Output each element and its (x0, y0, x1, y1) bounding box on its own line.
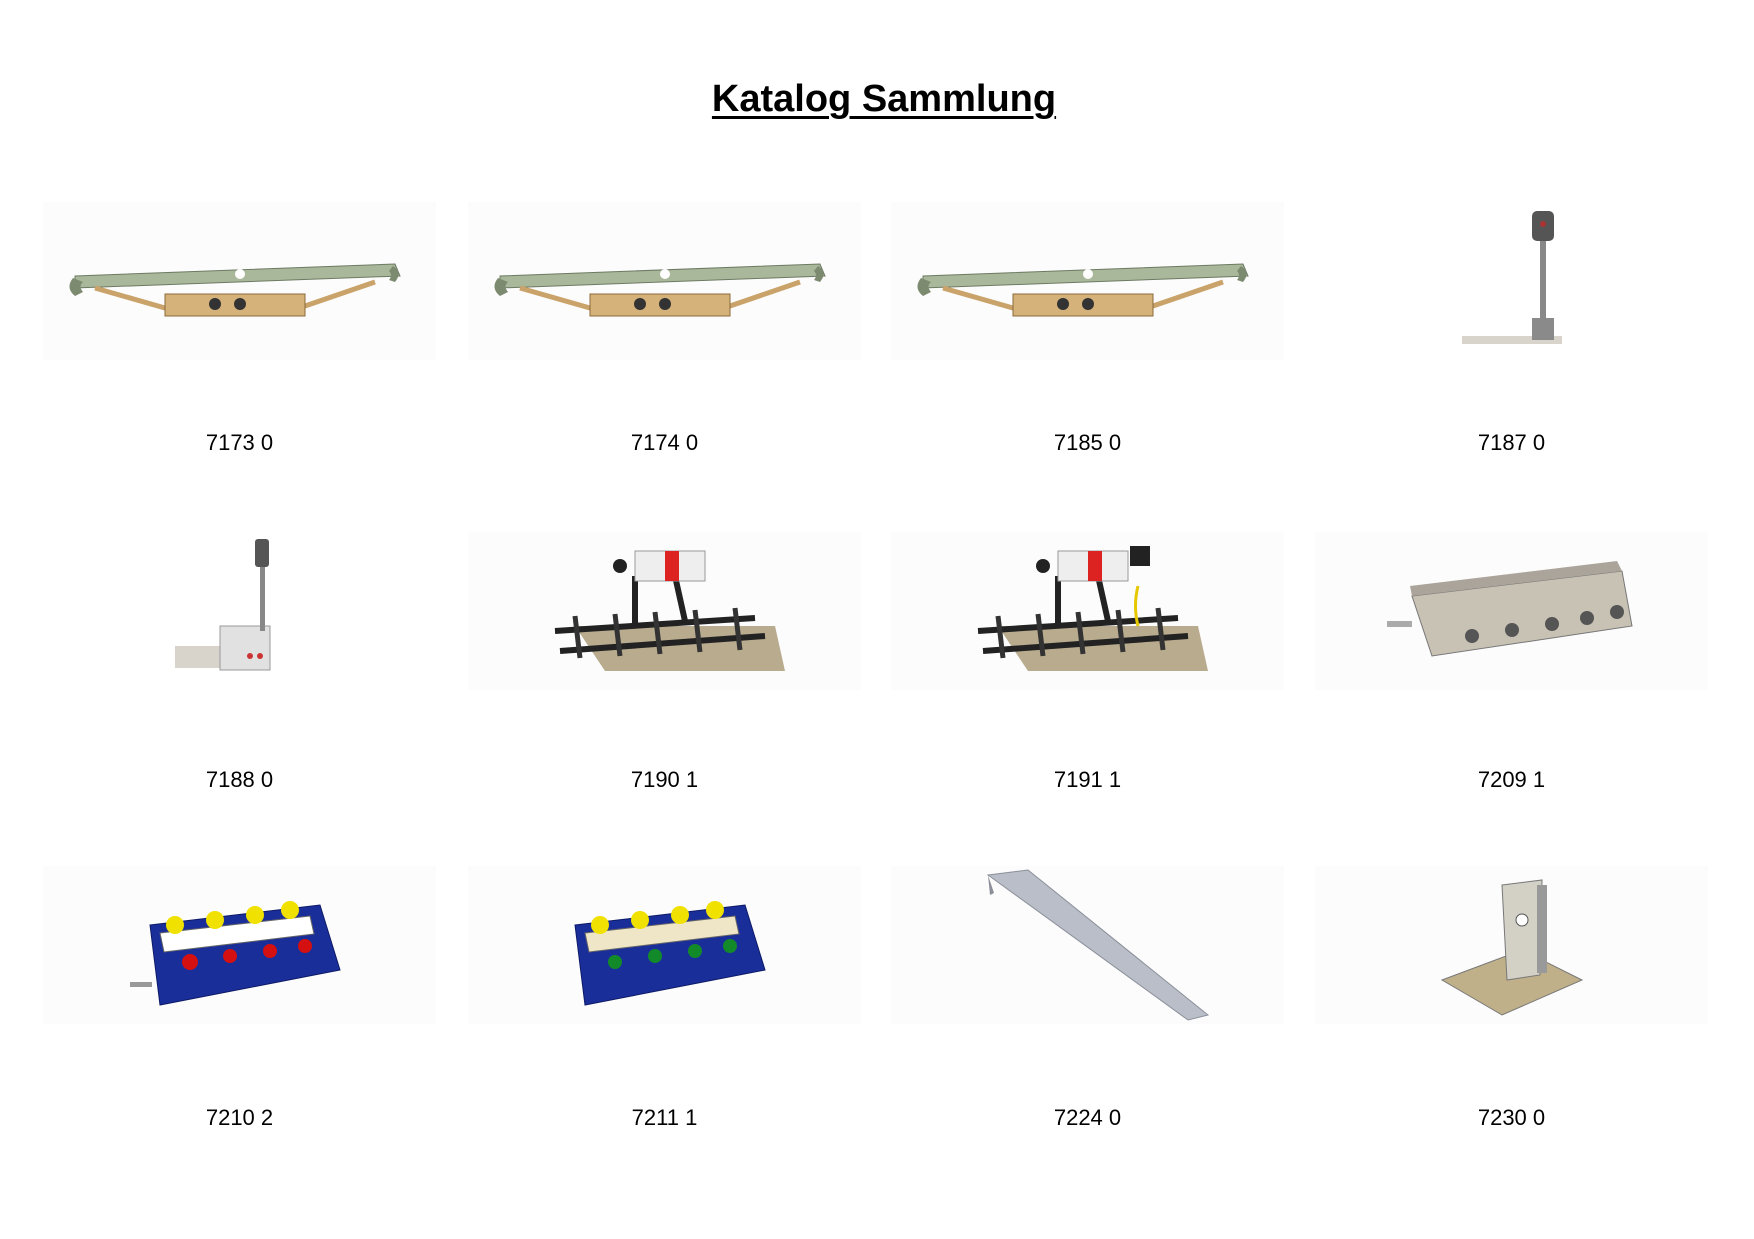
signal-icon (1315, 202, 1708, 360)
item-number: 7210 2 (205, 1105, 274, 1130)
catalog-item: 7187 0 (1315, 202, 1708, 455)
control-box-green-icon (468, 866, 861, 1024)
catalog-item: 7188 0 (43, 532, 436, 792)
catalog-item: 7210 2 (43, 866, 436, 1130)
item-number: 7230 0 (1477, 1105, 1546, 1130)
item-number: 7211 1 (631, 1105, 698, 1130)
catalog-item: 7173 0 (43, 202, 436, 455)
page-title: Katalog Sammlung (711, 78, 1057, 120)
item-number: 7173 0 (205, 430, 274, 455)
catalog-item: 7224 0 (891, 866, 1284, 1130)
sliding-contact-shoe-icon (891, 202, 1284, 360)
ramp-icon (891, 866, 1284, 1024)
sliding-contact-shoe-icon (468, 202, 861, 360)
item-number: 7191 1 (1053, 767, 1122, 792)
item-number: 7209 1 (1477, 767, 1546, 792)
sliding-contact-shoe-icon (43, 202, 436, 360)
buffer-stop-track-icon (468, 532, 861, 690)
item-number: 7190 1 (630, 767, 699, 792)
catalog-item: 7190 1 (468, 532, 861, 792)
buffer-stop-lighted-track-icon (891, 532, 1284, 690)
catalog-item: 7230 0 (1315, 866, 1708, 1130)
item-number: 7188 0 (205, 767, 274, 792)
catalog-item: 7209 1 (1315, 532, 1708, 792)
catalog-item: 7191 1 (891, 532, 1284, 792)
item-number: 7187 0 (1477, 430, 1546, 455)
item-number: 7224 0 (1053, 1105, 1122, 1130)
item-number: 7185 0 (1053, 430, 1122, 455)
signal-with-box-icon (43, 532, 436, 690)
catalog-item: 7185 0 (891, 202, 1284, 455)
control-box-red-icon (43, 866, 436, 1024)
catalog-item: 7211 1 (468, 866, 861, 1130)
catalog-item: 7174 0 (468, 202, 861, 455)
item-number: 7174 0 (630, 430, 699, 455)
distribution-plate-icon (1315, 532, 1708, 690)
bracket-icon (1315, 866, 1708, 1024)
